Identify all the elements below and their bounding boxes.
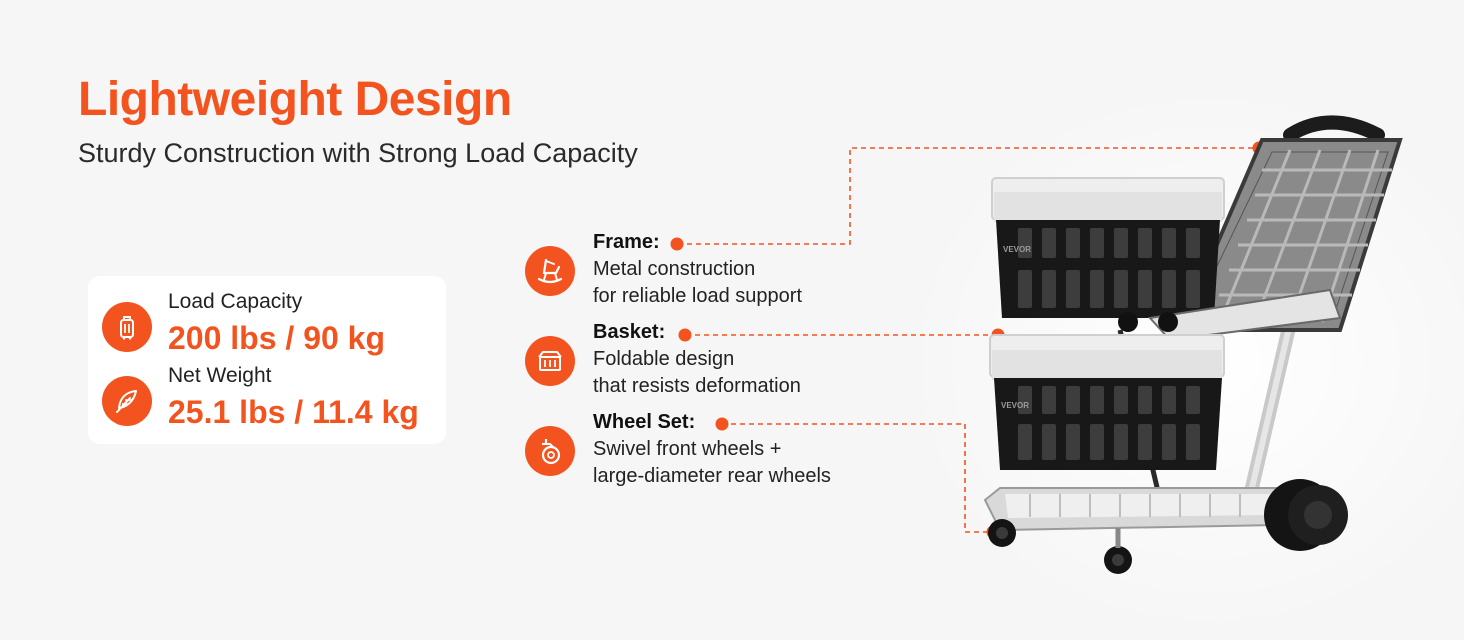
spec-load-capacity: Load Capacity 200 lbs / 90 kg <box>88 288 446 366</box>
crate-brand-label: VEVOR <box>1003 245 1031 254</box>
wheels <box>988 479 1348 574</box>
cart-frame <box>1117 115 1403 512</box>
feature-title: Frame: <box>593 231 660 253</box>
bottom-crate: VEVOR <box>989 334 1225 470</box>
spec-card: Load Capacity 200 lbs / 90 kg Net Weight… <box>88 276 446 444</box>
spec-value: 25.1 lbs / 11.4 kg <box>168 394 419 430</box>
page-subtitle: Sturdy Construction with Strong Load Cap… <box>78 138 638 168</box>
feature-frame: Frame: Metal construction for reliable l… <box>525 230 945 310</box>
feature-title: Wheel Set: <box>593 411 696 433</box>
crate-icon <box>525 336 575 386</box>
back-shelf <box>1176 138 1403 332</box>
caster-wheel-icon <box>525 426 575 476</box>
feature-description: for reliable load support <box>593 285 803 307</box>
feature-basket: Basket: Foldable design that resists def… <box>525 320 945 400</box>
spec-label: Net Weight <box>168 364 272 387</box>
product-illustration: VEVOR VEVOR <box>670 115 1403 574</box>
feature-description: that resists deformation <box>593 375 801 397</box>
middle-shelf <box>1118 288 1342 342</box>
top-crate: VEVOR <box>991 177 1225 318</box>
feather-icon <box>102 376 152 426</box>
feature-description: Swivel front wheels + <box>593 438 782 460</box>
spec-label: Load Capacity <box>168 290 303 313</box>
spec-value: 200 lbs / 90 kg <box>168 320 386 356</box>
page-title: Lightweight Design <box>78 73 512 126</box>
rocking-chair-icon <box>525 246 575 296</box>
crate-brand-label: VEVOR <box>1001 401 1029 410</box>
callout-lines <box>678 147 1258 533</box>
feature-title: Basket: <box>593 321 666 343</box>
luggage-icon <box>102 302 152 352</box>
feature-description: Metal construction <box>593 258 756 280</box>
spec-net-weight: Net Weight 25.1 lbs / 11.4 kg <box>88 362 446 440</box>
feature-wheel-set: Wheel Set: Swivel front wheels + large-d… <box>525 410 945 490</box>
base-tray <box>983 487 1287 532</box>
feature-description: large-diameter rear wheels <box>593 465 831 487</box>
feature-description: Foldable design <box>593 348 735 370</box>
